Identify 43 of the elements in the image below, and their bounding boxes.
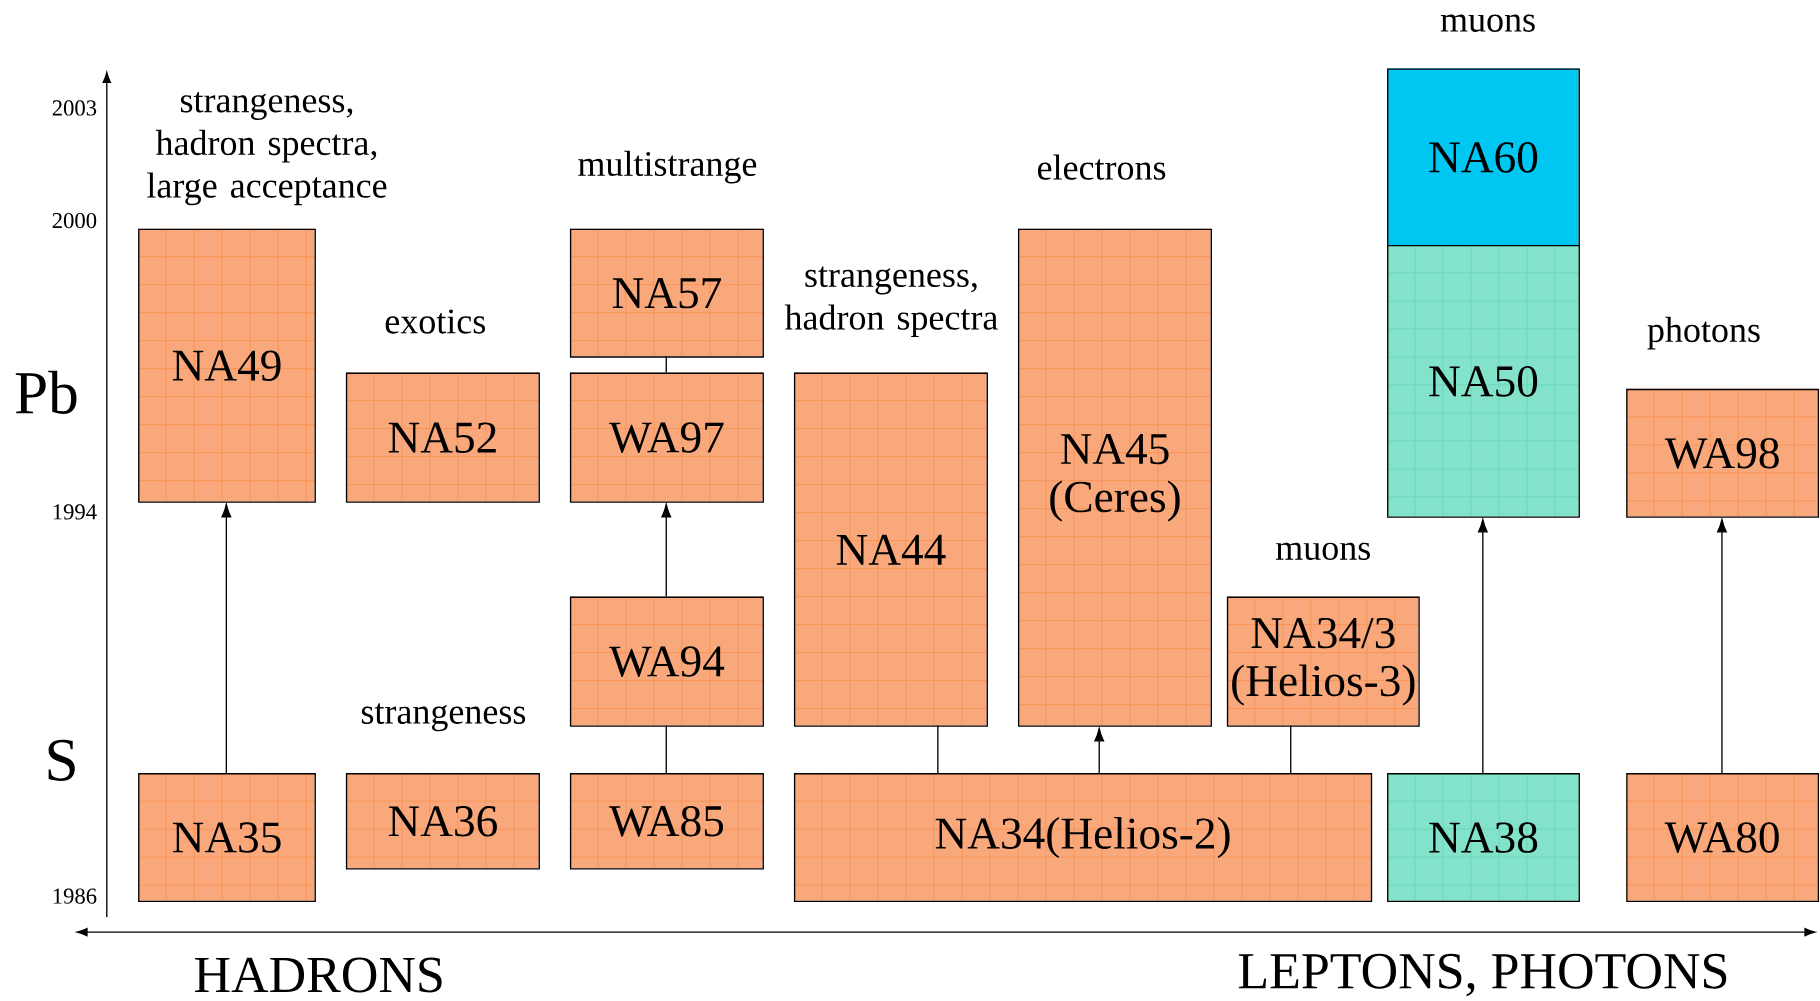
arrow [1717,518,1727,774]
experiment-box: WA94 [569,596,764,727]
year-label: 2000 [52,212,97,229]
experiment-box: NA49 [137,228,316,503]
experiment-box: NA52 [345,372,540,503]
topic-label: electrons [1037,154,1166,180]
arrow [221,503,232,774]
topic-label: muons [1275,542,1370,560]
topic-label: photons [1647,316,1760,350]
topic-label: exotics [385,309,485,334]
experiment-box: NA36 [345,772,540,870]
arrow [661,503,672,598]
experiment-box: WA98 [1625,388,1820,518]
arrow [1477,518,1488,774]
axis-label: LEPTONS, PHOTONS [1238,953,1727,997]
experiment-box: NA60 [1387,68,1580,247]
experiment-box: NA34/3 (Helios-3) [1226,596,1420,727]
topic-label: muons [1440,14,1535,32]
experiment-box: WA97 [569,372,764,503]
experiment-box: NA35 [137,772,316,903]
year-label: 2003 [52,100,97,116]
axis-label: Pb [15,370,77,414]
experiment-box: NA45 (Ceres) [1017,228,1212,727]
experiment-box: NA44 [793,372,988,727]
experiment-box: NA38 [1386,772,1580,903]
topic-label: strangeness, hadron spectra [784,266,998,338]
connector-line [665,355,667,374]
experiment-box: WA80 [1625,772,1820,903]
arrow [1094,727,1105,774]
connector-line [665,724,667,774]
topic-label: strangeness [361,703,526,732]
connector-line [1290,724,1292,774]
experiment-box: WA85 [569,772,764,870]
experiment-box: NA34(Helios-2) [793,772,1373,903]
year-label: 1994 [53,504,97,520]
year-label: 1986 [53,888,97,904]
experiment-box: NA50 [1386,244,1580,518]
topic-label: multistrange [578,150,757,184]
axis-label: HADRONS [195,957,442,993]
topic-label: strangeness, hadron spectra, large acceptance [147,91,387,206]
experiment-box: NA57 [569,228,764,358]
connector-line [937,724,939,774]
axis-label: S [48,739,75,781]
